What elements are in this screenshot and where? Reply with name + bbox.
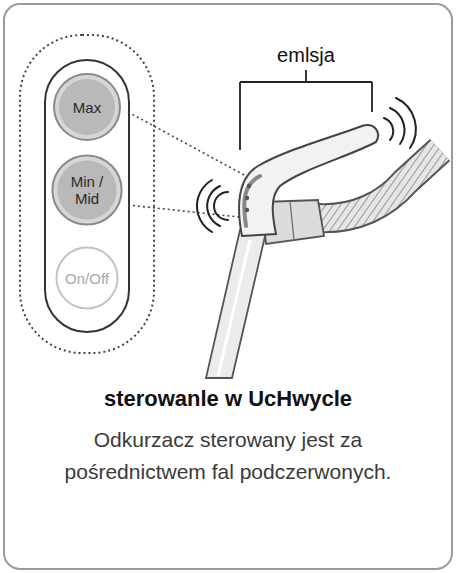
button-label: Max [64, 99, 110, 116]
button-face [57, 160, 116, 219]
button-label: Min / Mid [64, 173, 110, 207]
caption: Odkurzacz sterowany jest za pośrednictwe… [60, 424, 396, 488]
button-ring [54, 74, 120, 140]
button-panel [45, 60, 129, 332]
signal-waves [384, 98, 416, 148]
zoom-line [128, 205, 248, 218]
zoom-line [128, 112, 246, 176]
button-dot [247, 184, 251, 188]
control-button: On/Off [54, 245, 120, 311]
heading: sterowanle w UcHwycle [20, 386, 436, 412]
button-ring [52, 155, 121, 224]
button-ring [56, 247, 117, 308]
control-button: Min / Mid [50, 153, 124, 227]
wand-tube [206, 230, 266, 378]
handle-grip [239, 125, 378, 236]
handle-buttons [244, 176, 260, 226]
signal-waves [197, 180, 228, 232]
frame [4, 4, 452, 569]
callout-label: emlsja [277, 44, 335, 67]
bracket [240, 70, 372, 150]
button-face [59, 79, 115, 135]
tube-highlight [218, 240, 250, 376]
hose [318, 150, 440, 218]
button-face [61, 252, 112, 303]
zoom-outline [20, 35, 154, 353]
button-label: On/Off [64, 270, 110, 287]
button-dot [245, 208, 249, 212]
swivel-ring [290, 201, 294, 240]
hose-outline [318, 150, 440, 218]
button-dot [245, 196, 249, 200]
control-button: Max [52, 72, 122, 142]
